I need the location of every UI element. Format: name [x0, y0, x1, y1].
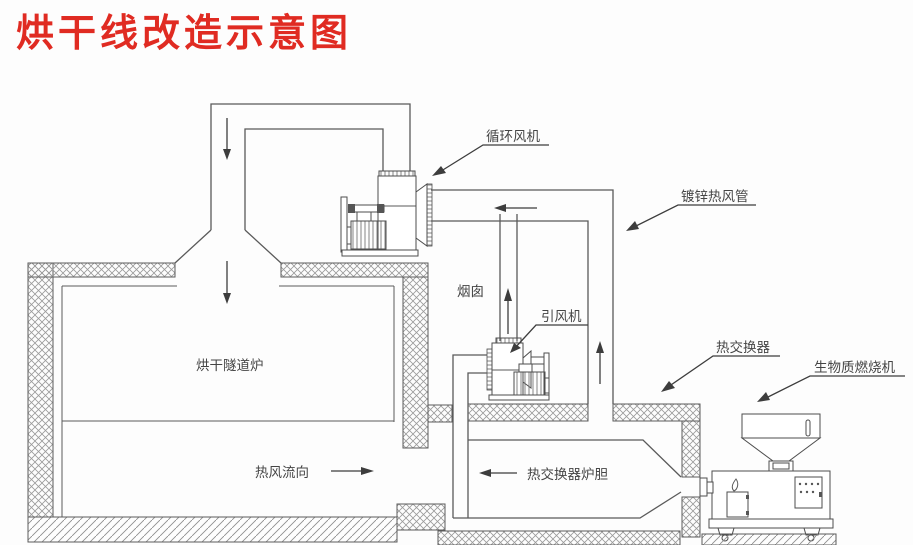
page-title: 烘干线改造示意图	[16, 13, 353, 55]
induced-draft-fan	[486, 337, 550, 401]
supply-duct	[210, 103, 411, 304]
fan-support-bracket	[340, 196, 348, 253]
furnace-top-wall-right	[280, 262, 429, 278]
fan-base	[341, 249, 419, 257]
left-arrow-pipe	[494, 204, 537, 212]
induced-fan-callout: 引风机	[510, 309, 588, 353]
burner-base	[708, 518, 834, 529]
chimney-callout: 烟囱	[457, 284, 484, 299]
biomass-burner	[699, 413, 837, 545]
burner-outlet-pipe	[706, 481, 714, 494]
idfan-top-flange	[495, 337, 522, 344]
fan-top-flange	[378, 170, 416, 177]
galvanized-pipe-callout: 镀锌热风管	[626, 188, 756, 231]
flue-duct	[452, 354, 487, 518]
fan-bearing-left	[348, 204, 355, 213]
down-arrow-upper	[223, 118, 231, 160]
burner-outlet-flange	[699, 477, 708, 497]
pipe-outer	[431, 189, 614, 404]
door-hinge-top	[746, 495, 749, 499]
up-arrow-pipe	[596, 341, 604, 384]
induced-fan-label: 引风机	[541, 309, 582, 324]
drying-tunnel-label: 烘干隧道炉	[196, 358, 264, 373]
up-arrow-chimney	[504, 288, 512, 334]
drying-tunnel-furnace: 烘干隧道炉	[27, 229, 453, 543]
chimney-pipe	[499, 214, 518, 341]
burner-ground	[701, 533, 837, 545]
furnace-right-wall-stub	[427, 404, 453, 423]
furnace-inner-lining	[61, 285, 428, 517]
hx-top-wall-right	[612, 403, 701, 422]
heat-exchanger-callout: 热交换器	[661, 339, 780, 392]
furnace-left-wall	[27, 262, 54, 518]
furnace-floor-slab	[27, 516, 398, 543]
control-panel	[794, 476, 823, 509]
hx-right-wall-lower	[681, 496, 701, 538]
flame-icon	[731, 478, 739, 492]
idfan-inlet-flange	[486, 348, 493, 391]
hx-ground	[437, 530, 681, 545]
circulation-fan-label: 循环风机	[486, 129, 540, 144]
pipe-inner	[431, 220, 589, 404]
heat-exchanger-label: 热交换器	[716, 339, 770, 355]
furnace-hood	[174, 229, 282, 264]
down-arrow-hood	[223, 261, 231, 304]
liner-top	[468, 439, 682, 478]
liner-callout: 热交换器炉胆	[479, 466, 608, 482]
biomass-burner-label: 生物质燃烧机	[814, 359, 895, 375]
duct-support-block	[396, 503, 446, 531]
supply-duct-outer	[210, 103, 411, 230]
biomass-burner-callout: 生物质燃烧机	[757, 359, 905, 402]
hot-air-flow-label: 热风流向	[255, 465, 309, 480]
idfan-base	[488, 394, 550, 401]
panel-dots	[798, 482, 820, 494]
fan-bearing-right	[377, 204, 384, 213]
hopper-neck-inner	[772, 462, 790, 470]
idfan-motor	[513, 371, 546, 398]
fan-motor-cap	[346, 226, 352, 245]
liner-label: 热交换器炉胆	[527, 466, 608, 482]
hot-air-flow-callout: 热风流向	[255, 465, 374, 480]
galvanized-hot-air-pipe	[431, 189, 614, 404]
heat-exchanger	[437, 403, 701, 545]
burner-door	[726, 491, 749, 518]
circulation-fan	[340, 170, 433, 257]
furnace-top-wall-left	[27, 262, 176, 278]
flue-duct-outer	[452, 354, 487, 518]
fan-motor-box	[356, 211, 372, 222]
flue-duct-inner	[467, 372, 487, 518]
idfan-motor-cap	[544, 377, 550, 394]
idfan-shaft-bar	[530, 356, 545, 365]
chimney	[499, 214, 518, 341]
fan-inlet-cone	[415, 183, 428, 247]
idfan-motor-box	[518, 363, 533, 373]
galvanized-pipe-label: 镀锌热风管	[681, 188, 749, 204]
furnace-right-wall	[402, 276, 429, 449]
liner-bottom	[453, 491, 682, 519]
fan-motor	[350, 220, 387, 250]
panel-handle	[819, 492, 822, 497]
hopper-slot	[805, 419, 811, 437]
supply-duct-inner	[244, 128, 384, 230]
hopper-funnel	[740, 437, 822, 462]
circulation-fan-callout: 循环风机	[432, 129, 549, 176]
door-hinge-bottom	[746, 511, 749, 515]
fan-inlet-flange	[426, 183, 433, 247]
chimney-label: 烟囱	[457, 284, 484, 299]
hx-top-wall-left	[467, 403, 589, 422]
hx-right-wall-upper	[681, 420, 701, 478]
